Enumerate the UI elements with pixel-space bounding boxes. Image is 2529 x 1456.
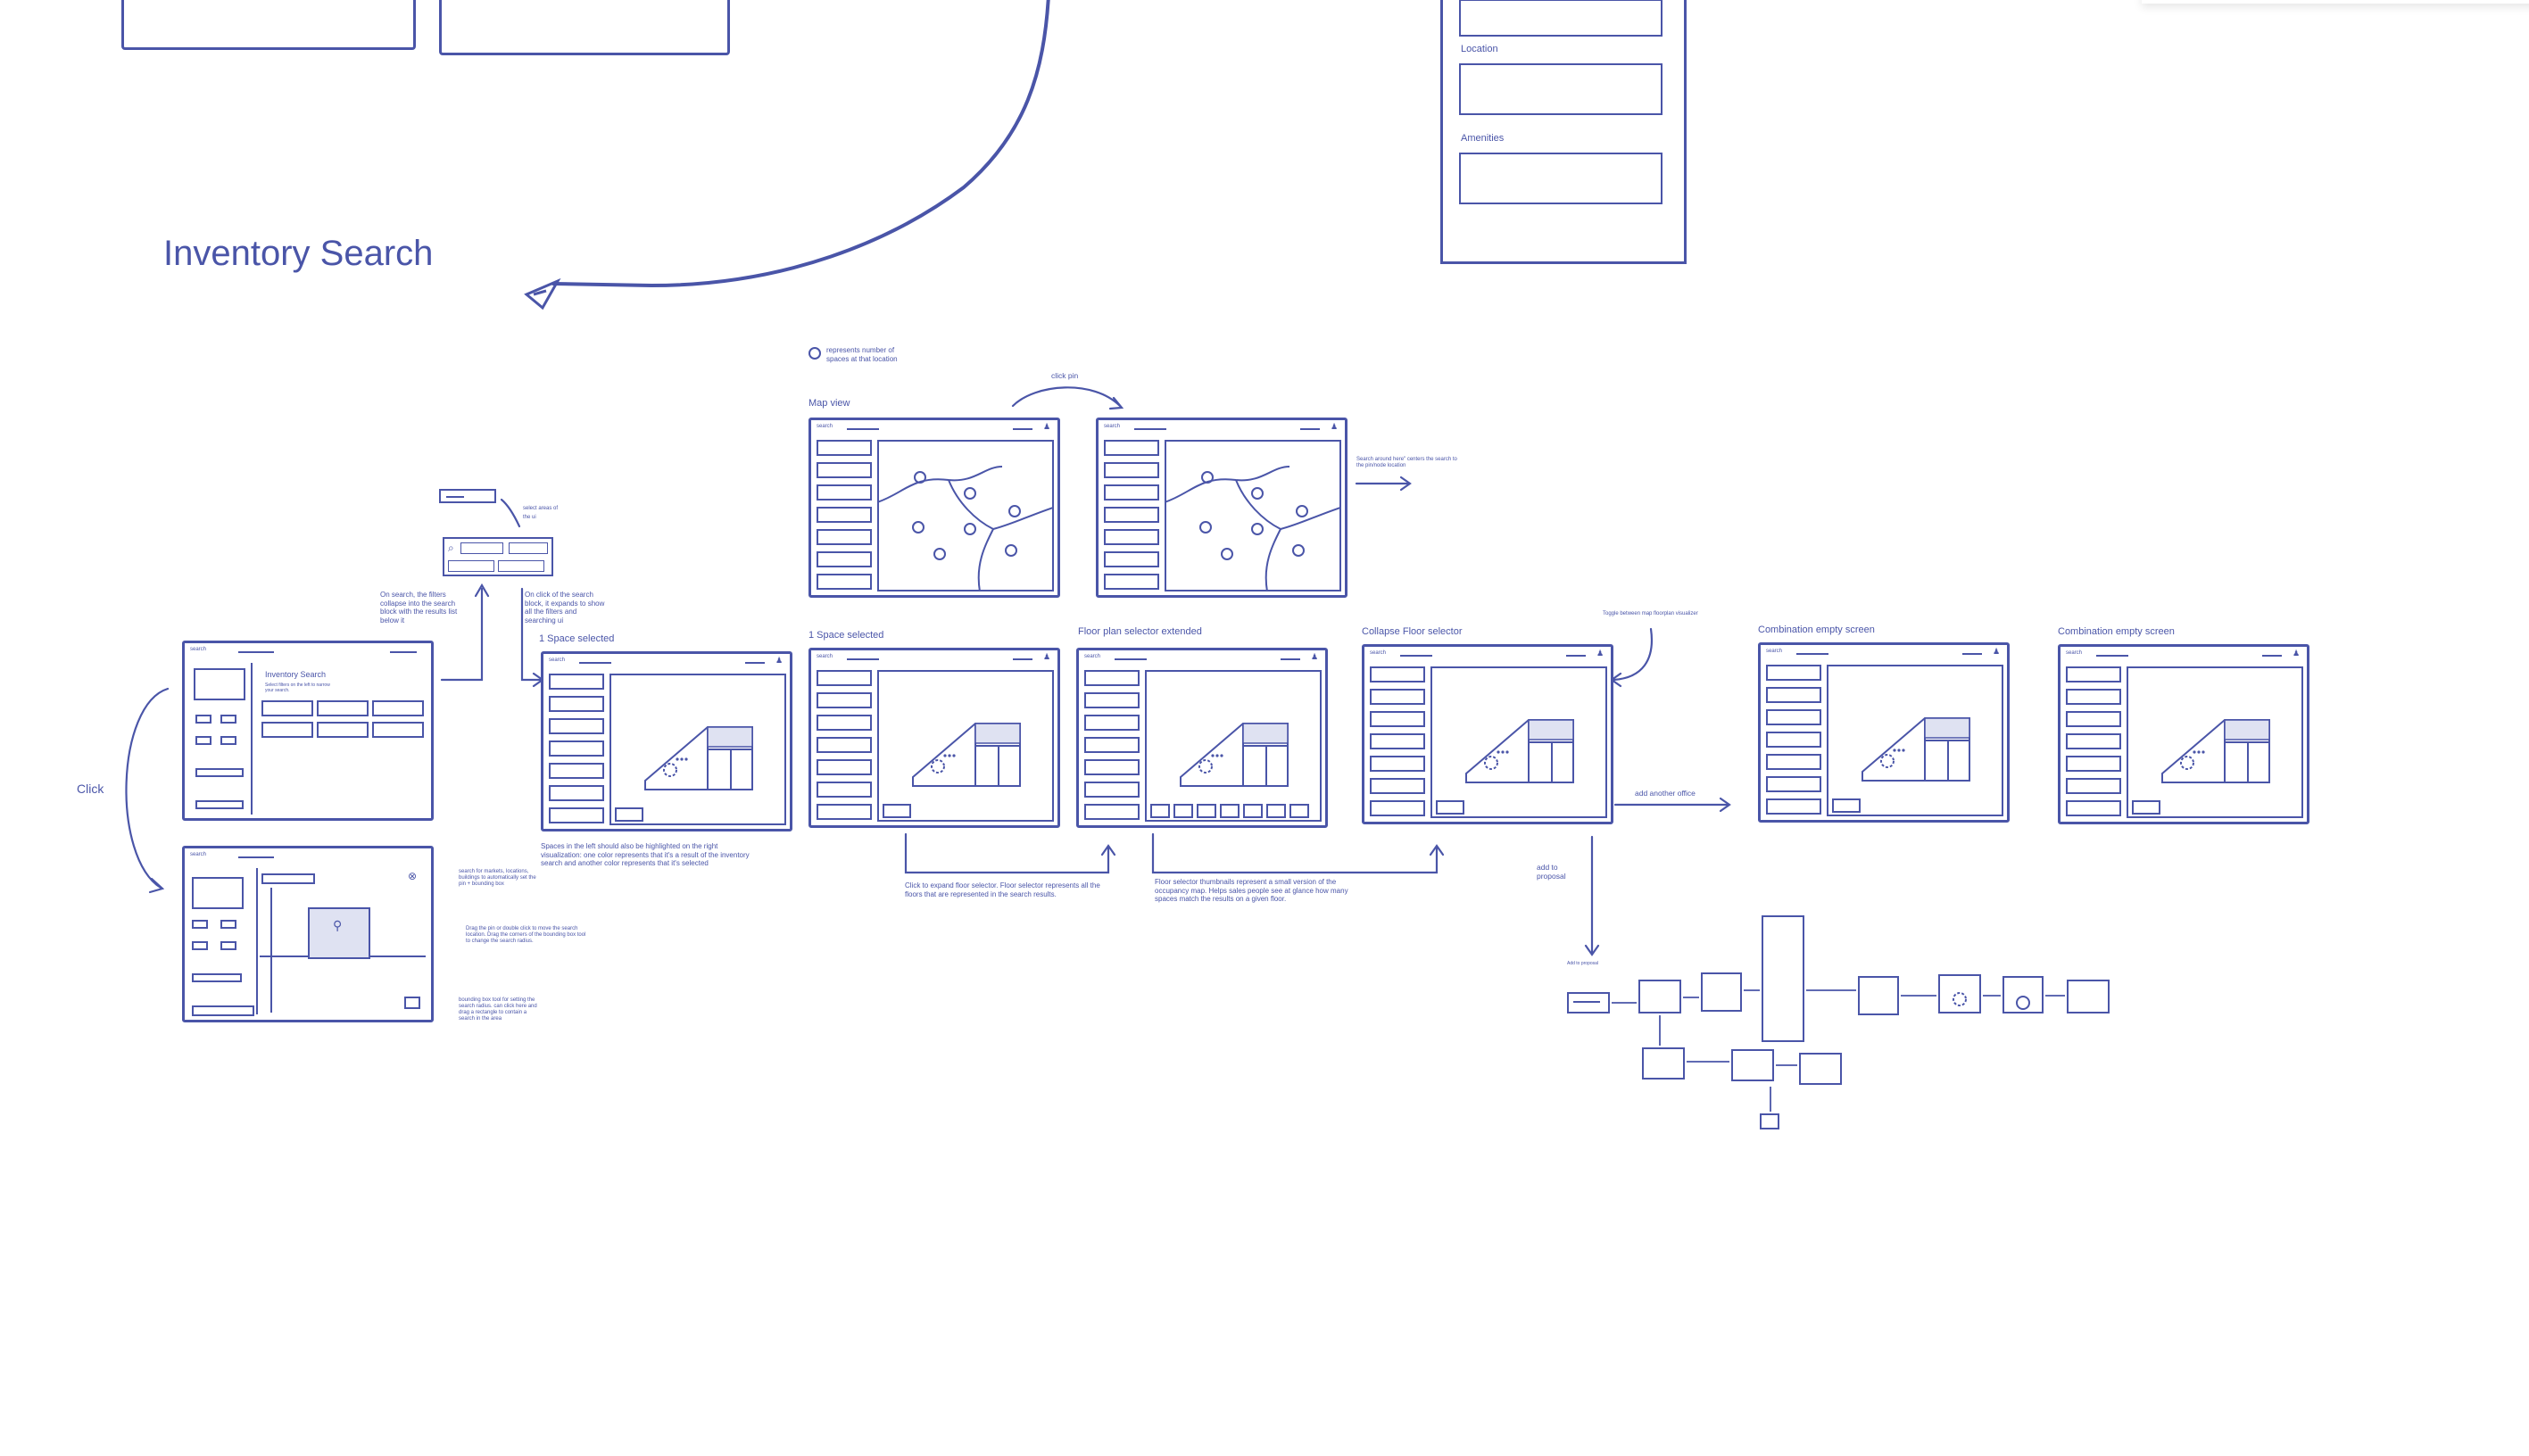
proposal-connectors xyxy=(0,0,2529,1456)
